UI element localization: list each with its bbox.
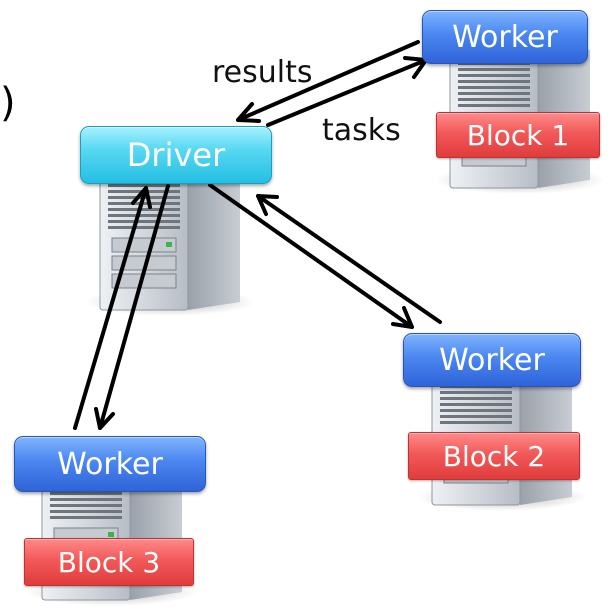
driver-to-worker-3-arrow <box>98 184 170 430</box>
stray-paren-text: ) <box>0 80 16 126</box>
results-arrow <box>236 40 420 122</box>
worker-2-to-driver-arrowhead <box>256 194 279 216</box>
block-1-label: Block 1 <box>436 112 600 158</box>
driver-to-worker-3-arrowhead <box>94 407 115 430</box>
block-2-label: Block 2 <box>408 432 580 480</box>
worker-1-label: Worker <box>422 10 588 64</box>
worker-3-to-driver-arrowhead <box>131 186 152 209</box>
worker-2-label: Worker <box>403 333 581 387</box>
driver-to-worker-2-arrow <box>208 183 414 329</box>
worker-2-to-driver-arrow <box>256 194 442 324</box>
results-arrowhead <box>236 102 261 123</box>
arrows <box>73 40 442 430</box>
block-3-label: Block 3 <box>24 538 194 586</box>
tasks-arrow <box>266 58 428 127</box>
driver-to-worker-2-arrowhead <box>391 306 414 329</box>
worker-3-to-driver-arrow <box>73 186 148 430</box>
tasks-label: tasks <box>322 113 401 148</box>
worker-3-label: Worker <box>14 436 206 492</box>
driver-label: Driver <box>80 126 272 184</box>
results-label: results <box>212 55 313 90</box>
